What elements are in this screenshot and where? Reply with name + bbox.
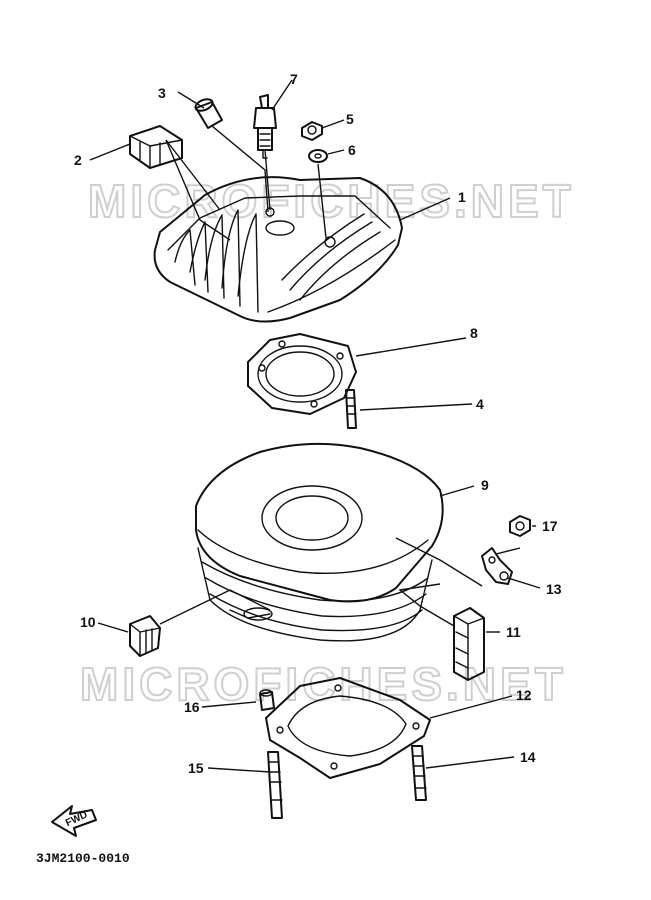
callout-8: 8 — [470, 325, 478, 341]
washer — [308, 149, 328, 163]
callout-17: 17 — [542, 518, 558, 534]
base-gasket — [265, 677, 431, 779]
callout-7: 7 — [290, 71, 298, 87]
forward-arrow-icon: FWD — [51, 805, 97, 837]
sleeve-pin — [194, 98, 223, 129]
bracket-nut — [509, 515, 531, 537]
head-nut — [301, 121, 323, 141]
damper-right — [453, 607, 485, 681]
diagram-code: 3JM2100-0010 — [36, 851, 130, 866]
callout-10: 10 — [80, 614, 96, 630]
stud-right — [411, 745, 427, 801]
cylinder-head — [153, 176, 403, 323]
callout-6: 6 — [348, 142, 356, 158]
leader-lines — [89, 79, 541, 773]
damper-head — [129, 125, 183, 169]
spark-plug — [253, 94, 277, 159]
callout-12: 12 — [516, 687, 532, 703]
callout-15: 15 — [188, 760, 204, 776]
callout-14: 14 — [520, 749, 536, 765]
watermark-top: MICROFICHES.NET — [88, 175, 575, 227]
callout-3: 3 — [158, 85, 166, 101]
damper-left — [129, 615, 161, 657]
stud-upper — [345, 389, 357, 429]
watermark-bottom: MICROFICHES.NET — [80, 658, 567, 710]
callout-1: 1 — [458, 189, 466, 205]
callout-16: 16 — [184, 699, 200, 715]
callout-13: 13 — [546, 581, 562, 597]
callout-labels: 1 2 3 4 5 6 7 8 9 10 11 12 13 14 15 16 1… — [74, 71, 562, 776]
callout-2: 2 — [74, 152, 82, 168]
dowel-pin — [259, 689, 275, 711]
stud-left — [267, 751, 283, 819]
callout-11: 11 — [506, 624, 521, 640]
callout-9: 9 — [481, 477, 489, 493]
callout-4: 4 — [476, 396, 484, 412]
callout-5: 5 — [346, 111, 354, 127]
head-gasket — [247, 333, 357, 415]
